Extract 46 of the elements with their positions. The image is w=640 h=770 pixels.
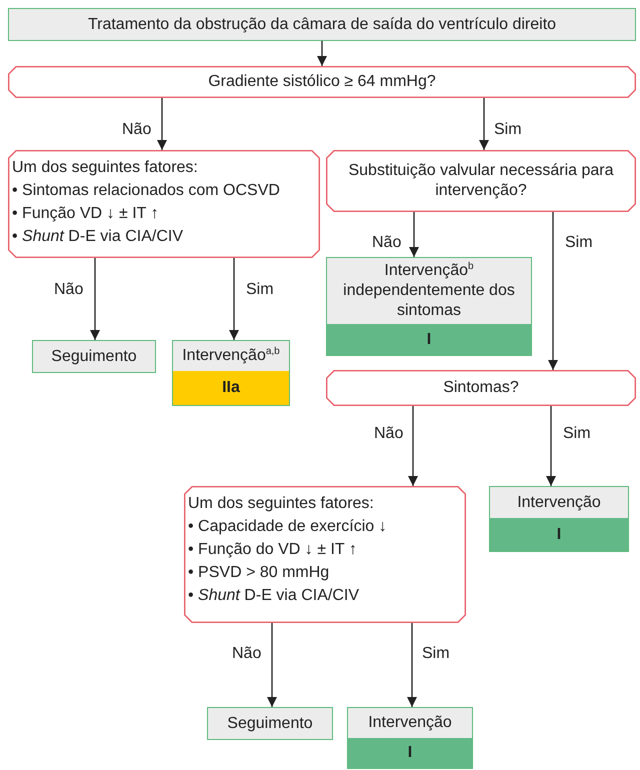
node-text: Intervenção — [516, 492, 602, 512]
node-text: Intervenção$^{b}$ independentemente dos sintomas — [342, 260, 516, 321]
criteria-item: • Shunt D-E via CIA/CIV — [12, 227, 184, 247]
criteria-item: • Capacidade de exercício ↓ — [188, 517, 388, 537]
arrow — [479, 98, 489, 150]
arrow — [317, 41, 327, 66]
node-text: Sintomas? — [442, 378, 520, 398]
decision-box — [8, 66, 636, 98]
criteria-item: • Shunt D-E via CIA/CIV — [188, 586, 360, 606]
arrow — [548, 212, 558, 370]
criteria-box — [8, 150, 320, 258]
criteria-item: • Sintomas relacionados com OCSVD — [12, 181, 281, 201]
arrow — [90, 258, 100, 340]
node-text: Intervenção — [367, 713, 453, 733]
decision-box — [326, 150, 636, 212]
node-text: Substituição valvular necessária para intervenção? — [347, 161, 615, 201]
arrow — [229, 258, 239, 340]
arrow — [408, 406, 418, 486]
criteria-heading: Um dos seguintes fatores: — [12, 158, 199, 178]
node-text: Seguimento — [226, 714, 314, 734]
node-text: Gradiente sistólico ≥ 64 mmHg? — [207, 72, 437, 92]
arrow — [157, 98, 167, 150]
criteria-item: • Função do VD ↓ ± IT ↑ — [188, 540, 358, 560]
criteria-box — [184, 486, 466, 623]
node-text: Seguimento — [50, 346, 138, 366]
process-box — [207, 707, 333, 740]
node-text: Intervenção$^{a,b}$ — [181, 345, 281, 366]
criteria-heading: Um dos seguintes fatores: — [188, 494, 375, 514]
recommendation-class: I — [327, 324, 531, 355]
arrow — [409, 212, 419, 257]
recommendation-class: I — [348, 738, 472, 768]
arrow — [546, 406, 556, 486]
recommendation-box — [347, 707, 473, 769]
node-text: Tratamento da obstrução da câmara de saída do ventrículo direito — [86, 14, 558, 34]
process-box — [32, 340, 156, 373]
recommendation-box — [172, 340, 290, 406]
arrow — [407, 623, 417, 707]
decision-box — [326, 370, 636, 406]
arrow — [267, 623, 277, 707]
recommendation-class: IIa — [173, 371, 289, 405]
criteria-item: • Função VD ↓ ± IT ↑ — [12, 204, 160, 224]
criteria-item: • PSVD > 80 mmHg — [188, 563, 330, 583]
recommendation-box — [489, 486, 629, 552]
recommendation-box — [326, 257, 532, 356]
recommendation-class: I — [490, 518, 628, 551]
process-box — [8, 8, 636, 41]
